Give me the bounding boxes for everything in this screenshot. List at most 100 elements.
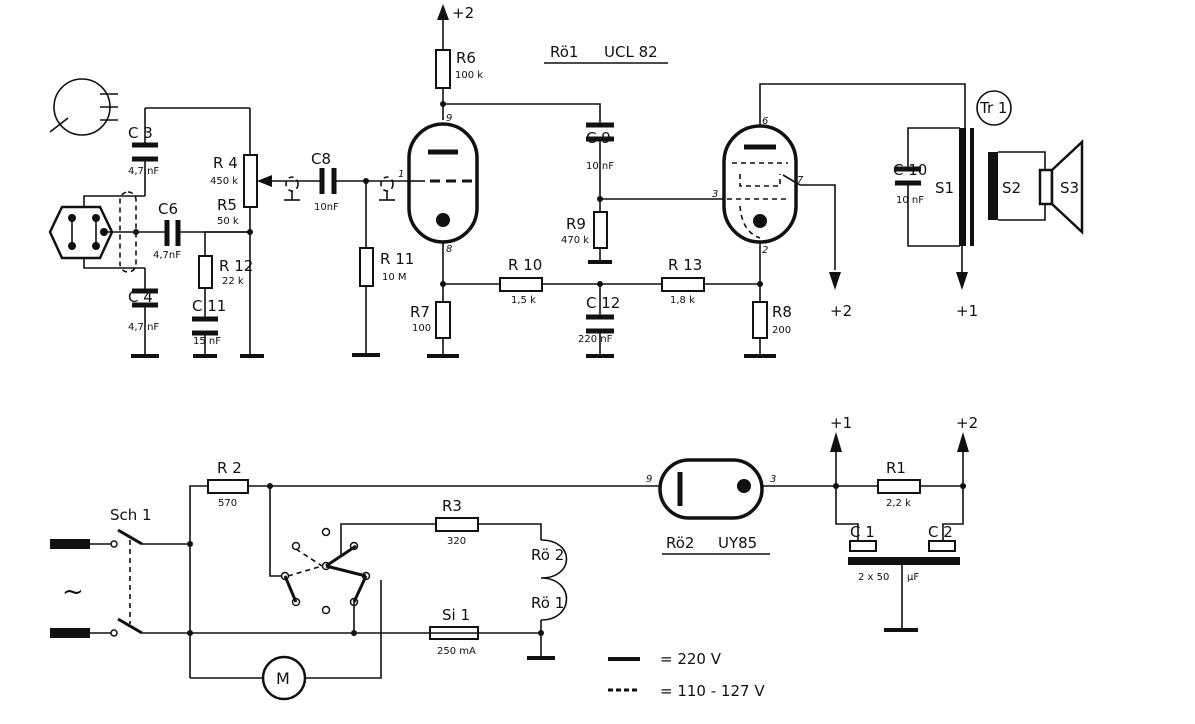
legend: = 220 V = 110 - 127 V bbox=[608, 650, 765, 700]
r9-value: 470 k bbox=[561, 235, 589, 246]
r8-value: 200 bbox=[772, 325, 791, 336]
r7-value: 100 bbox=[412, 323, 431, 334]
r5-label: R5 bbox=[217, 196, 237, 214]
plus1-arrow-transformer bbox=[956, 272, 968, 290]
r3-label: R3 bbox=[442, 497, 462, 515]
r12-value: 22 k bbox=[222, 276, 244, 287]
c4-value: 4,7 nF bbox=[128, 322, 159, 333]
resistor-r13 bbox=[661, 277, 705, 292]
c2-label: C 2 bbox=[928, 523, 953, 541]
plus2-screen-label: +2 bbox=[830, 302, 852, 320]
resistor-r2 bbox=[207, 479, 249, 494]
s1-label: S1 bbox=[935, 179, 954, 197]
c11-value: 15 nF bbox=[193, 336, 221, 347]
capacitor-c9 bbox=[586, 122, 614, 142]
pin-7-tube1: 7 bbox=[797, 175, 804, 186]
r2-value: 570 bbox=[218, 498, 237, 509]
resistor-r7 bbox=[435, 301, 451, 339]
c3-label: C 3 bbox=[128, 124, 153, 142]
heater-ro2-label: Rö 2 bbox=[531, 546, 564, 564]
resistor-r10 bbox=[499, 277, 543, 292]
r6-label: R6 bbox=[456, 49, 476, 67]
resistor-r3 bbox=[435, 517, 479, 532]
c6-label: C6 bbox=[158, 200, 178, 218]
heater-ro1-label: Rö 1 bbox=[531, 594, 564, 612]
r4-value: 450 k bbox=[210, 176, 238, 187]
capacitor-c4 bbox=[132, 288, 158, 308]
c9-label: C 9 bbox=[586, 129, 611, 147]
input-shield bbox=[119, 191, 137, 273]
resistor-r6 bbox=[435, 49, 451, 89]
pin-3-tube2: 3 bbox=[770, 474, 776, 485]
r1-label: R1 bbox=[886, 459, 906, 477]
electrolytic-capacitor-c1-c2 bbox=[848, 540, 960, 565]
c6-value: 4,7nF bbox=[153, 250, 181, 261]
resistor-r8 bbox=[752, 301, 768, 339]
resistor-r4 bbox=[243, 154, 258, 208]
r11-value: 10 M bbox=[382, 272, 407, 283]
plus2-arrow-screen bbox=[829, 272, 841, 290]
s3-label: S3 bbox=[1060, 179, 1079, 197]
legend-dashed-label: = 110 - 127 V bbox=[660, 682, 765, 700]
plus1-arrow-supply bbox=[830, 432, 842, 452]
heater-filaments bbox=[540, 539, 568, 621]
r7-label: R7 bbox=[410, 303, 430, 321]
tube1-type: UCL 82 bbox=[604, 43, 658, 61]
r12-label: R 12 bbox=[219, 257, 253, 275]
pin-8-tube1: 8 bbox=[446, 244, 452, 255]
pin-9-tube1: 9 bbox=[446, 113, 452, 124]
c1-c2-value: 2 x 50 bbox=[858, 572, 889, 583]
pin-2-tube1: 2 bbox=[762, 245, 768, 256]
r1-value: 2,2 k bbox=[886, 498, 911, 509]
r8-label: R8 bbox=[772, 303, 792, 321]
r5-value: 50 k bbox=[217, 216, 239, 227]
c10-label: C 10 bbox=[893, 161, 927, 179]
c1-label: C 1 bbox=[850, 523, 875, 541]
voltage-selector bbox=[280, 527, 371, 615]
tube1-title: Rö1 bbox=[550, 43, 578, 61]
resistor-r1 bbox=[877, 479, 921, 494]
speaker-icon bbox=[1038, 139, 1084, 235]
plus2-supply-label: +2 bbox=[956, 414, 978, 432]
r4-label: R 4 bbox=[213, 154, 238, 172]
plus1-supply-label: +1 bbox=[830, 414, 852, 432]
s2-label: S2 bbox=[1002, 179, 1021, 197]
c12-value: 220 nF bbox=[578, 334, 613, 345]
tube-triode-ucl82 bbox=[407, 122, 479, 244]
c8-label: C8 bbox=[311, 150, 331, 168]
plus1-transformer-label: +1 bbox=[956, 302, 978, 320]
resistor-r11 bbox=[359, 247, 374, 287]
r3-value: 320 bbox=[447, 536, 466, 547]
c10-value: 10 nF bbox=[896, 195, 924, 206]
resistor-r9 bbox=[593, 211, 608, 249]
transformer-winding-s1 bbox=[959, 128, 966, 246]
motor-label: M bbox=[276, 669, 290, 688]
capacitor-c3 bbox=[132, 142, 158, 162]
input-socket bbox=[48, 205, 114, 260]
resistor-r12 bbox=[198, 255, 213, 289]
plus2-top-label: +2 bbox=[452, 4, 474, 22]
c4-label: C 4 bbox=[128, 288, 153, 306]
pin-6-tube1: 6 bbox=[762, 116, 768, 127]
tube2-type: UY85 bbox=[718, 534, 757, 552]
pin-9-tube2: 9 bbox=[646, 474, 652, 485]
capacitor-c8 bbox=[319, 168, 337, 194]
capacitor-c6 bbox=[164, 220, 181, 246]
c12-label: C 12 bbox=[586, 294, 620, 312]
si1-value: 250 mA bbox=[437, 646, 476, 657]
r2-label: R 2 bbox=[217, 459, 242, 477]
c1-c2-unit: µF bbox=[907, 572, 919, 583]
mains-plug-top bbox=[50, 539, 90, 549]
r13-value: 1,8 k bbox=[670, 295, 695, 306]
r10-label: R 10 bbox=[508, 256, 542, 274]
pin-3-tube1: 3 bbox=[712, 189, 718, 200]
capacitor-c10 bbox=[895, 166, 921, 186]
c8-value: 10nF bbox=[314, 202, 339, 213]
r10-value: 1,5 k bbox=[511, 295, 536, 306]
mains-switch-sch1 bbox=[117, 528, 143, 635]
plus2-arrow-supply bbox=[957, 432, 969, 452]
capacitor-c11 bbox=[192, 316, 218, 336]
r13-label: R 13 bbox=[668, 256, 702, 274]
r9-label: R9 bbox=[566, 215, 586, 233]
